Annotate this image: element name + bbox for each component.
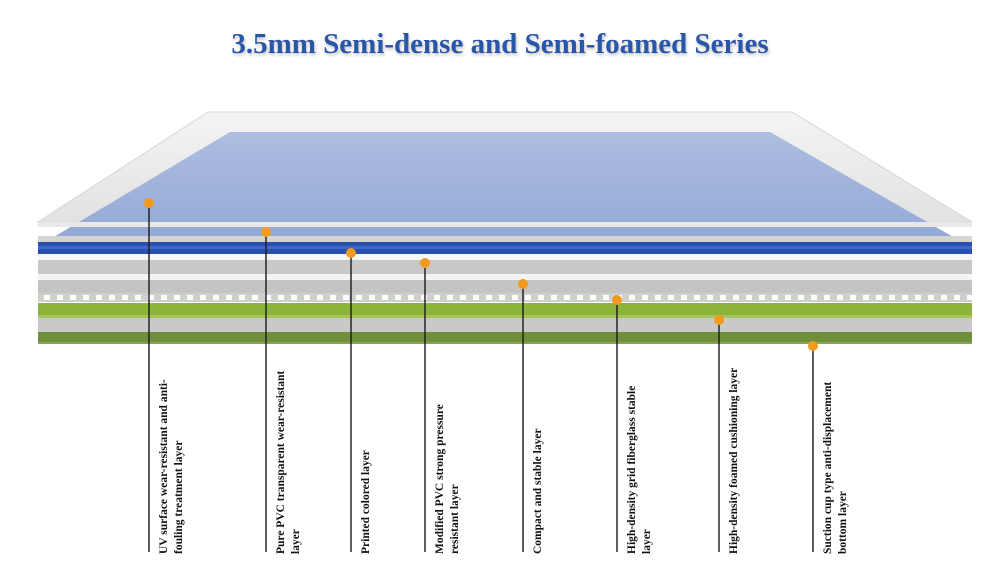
grid-cell bbox=[759, 295, 765, 300]
bottom-layer-edge bbox=[38, 332, 972, 342]
callout-dot bbox=[808, 341, 818, 351]
layer-label: Compact and stable layer bbox=[532, 428, 544, 554]
layer-label: High-density grid fiberglass stable laye… bbox=[626, 385, 653, 554]
grid-cell bbox=[655, 295, 661, 300]
grid-cell bbox=[57, 295, 63, 300]
grid-cell bbox=[135, 295, 141, 300]
compact-layer-edge bbox=[38, 280, 972, 293]
grid-cell bbox=[122, 295, 128, 300]
callout-dot bbox=[346, 248, 356, 258]
callout-dot bbox=[261, 227, 271, 237]
grid-cell bbox=[252, 295, 258, 300]
grid-cell bbox=[629, 295, 635, 300]
grid-cell bbox=[70, 295, 76, 300]
grid-cell bbox=[265, 295, 271, 300]
grid-cell bbox=[681, 295, 687, 300]
grid-cell bbox=[876, 295, 882, 300]
layer-label: Modified PVC strong pressure resistant l… bbox=[434, 404, 461, 554]
grid-cell bbox=[954, 295, 960, 300]
grid-cell bbox=[889, 295, 895, 300]
grid-cell bbox=[83, 295, 89, 300]
layer-label: High-density foamed cushioning layer bbox=[728, 367, 740, 554]
grid-cell bbox=[213, 295, 219, 300]
callout-dot bbox=[714, 315, 724, 325]
callout-dot bbox=[612, 295, 622, 305]
layer-label: UV surface wear-resistant and anti-fouli… bbox=[158, 379, 185, 554]
grid-cell bbox=[577, 295, 583, 300]
layer-label: Suction cup type anti-displacement botto… bbox=[822, 381, 849, 554]
grid-cell bbox=[720, 295, 726, 300]
grid-cell bbox=[538, 295, 544, 300]
grid-cell bbox=[486, 295, 492, 300]
grid-cell bbox=[798, 295, 804, 300]
grid-cell bbox=[148, 295, 154, 300]
grid-cell bbox=[772, 295, 778, 300]
grid-cell bbox=[811, 295, 817, 300]
grid-cell bbox=[226, 295, 232, 300]
grid-cell bbox=[837, 295, 843, 300]
layer-label: Printed colored layer bbox=[360, 450, 372, 554]
grid-cell bbox=[590, 295, 596, 300]
grid-cell bbox=[473, 295, 479, 300]
grid-cell bbox=[330, 295, 336, 300]
grid-cell bbox=[564, 295, 570, 300]
grid-cell bbox=[941, 295, 947, 300]
grid-cell bbox=[525, 295, 531, 300]
grid-cell bbox=[161, 295, 167, 300]
printed-layer-highlight bbox=[38, 246, 972, 249]
grid-cell bbox=[382, 295, 388, 300]
callouts bbox=[144, 198, 818, 552]
fiberglass-grid-marks bbox=[44, 295, 973, 300]
grid-cell bbox=[304, 295, 310, 300]
grid-cell bbox=[902, 295, 908, 300]
grid-cell bbox=[733, 295, 739, 300]
grid-cell bbox=[356, 295, 362, 300]
grid-cell bbox=[863, 295, 869, 300]
foam-layer-edge bbox=[38, 303, 972, 315]
grid-cell bbox=[603, 295, 609, 300]
grid-cell bbox=[239, 295, 245, 300]
grid-cell bbox=[642, 295, 648, 300]
grid-cell bbox=[694, 295, 700, 300]
grid-cell bbox=[512, 295, 518, 300]
grid-cell bbox=[668, 295, 674, 300]
grid-cell bbox=[421, 295, 427, 300]
callout-dot bbox=[420, 258, 430, 268]
pvc-layer-edge bbox=[38, 260, 972, 274]
clear-layer-edge bbox=[38, 222, 972, 227]
grid-cell bbox=[447, 295, 453, 300]
layer-label: Pure PVC transparent wear-resistant laye… bbox=[275, 370, 302, 554]
grid-cell bbox=[96, 295, 102, 300]
grid-cell bbox=[460, 295, 466, 300]
grid-cell bbox=[499, 295, 505, 300]
grid-cell bbox=[850, 295, 856, 300]
diagram-title: 3.5mm Semi-dense and Semi-foamed Series bbox=[231, 28, 769, 60]
grid-cell bbox=[785, 295, 791, 300]
grid-cell bbox=[291, 295, 297, 300]
grid-cell bbox=[200, 295, 206, 300]
grid-cell bbox=[915, 295, 921, 300]
grid-cell bbox=[278, 295, 284, 300]
grid-cell bbox=[746, 295, 752, 300]
uv-surface-plane bbox=[52, 132, 955, 238]
grid-cell bbox=[408, 295, 414, 300]
grid-cell bbox=[824, 295, 830, 300]
grid-cell bbox=[369, 295, 375, 300]
grid-cell bbox=[44, 295, 50, 300]
clear-layer-edge-2 bbox=[38, 236, 972, 242]
grid-cell bbox=[551, 295, 557, 300]
callout-dot bbox=[144, 198, 154, 208]
grid-cell bbox=[707, 295, 713, 300]
grid-cell bbox=[343, 295, 349, 300]
grid-cell bbox=[928, 295, 934, 300]
callout-dot bbox=[518, 279, 528, 289]
grid-cell bbox=[109, 295, 115, 300]
grid-cell bbox=[317, 295, 323, 300]
grid-cell bbox=[187, 295, 193, 300]
grid-cell bbox=[434, 295, 440, 300]
grid-cell bbox=[174, 295, 180, 300]
grid-cell bbox=[395, 295, 401, 300]
grid-cell bbox=[967, 295, 973, 300]
